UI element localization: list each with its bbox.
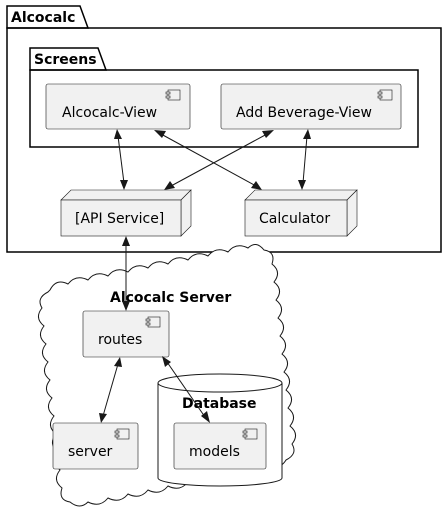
- component-icon: [242, 428, 258, 440]
- arrowhead: [298, 180, 306, 190]
- component-models: models: [173, 422, 267, 470]
- arrowhead: [251, 181, 262, 190]
- arrowhead: [114, 357, 122, 367]
- arrowhead: [162, 356, 171, 367]
- add-beverage-view-label: Add Beverage-View: [236, 105, 372, 121]
- models-label: models: [189, 444, 240, 460]
- arrowhead: [201, 411, 210, 423]
- arrowhead: [99, 413, 107, 423]
- arrowhead: [122, 301, 130, 311]
- api-service-label: [API Service]: [75, 211, 164, 227]
- cloud-label: Alcocalc Server: [110, 290, 231, 306]
- arrowhead: [120, 180, 128, 190]
- edge-add-beverage-api: [170, 133, 268, 187]
- edge-alcocalc-view-calculator: [160, 133, 257, 187]
- arrowhead: [262, 130, 274, 138]
- component-icon: [377, 89, 393, 101]
- edge-routes-models: [166, 361, 206, 418]
- node-api-service: [API Service]: [60, 189, 192, 237]
- package-screens: Screens: [29, 47, 419, 148]
- component-server: server: [52, 422, 139, 470]
- calculator-label: Calculator: [259, 211, 330, 227]
- edge-alcocalc-view-api: [117, 135, 125, 184]
- edge-routes-server: [102, 363, 119, 417]
- component-icon: [145, 316, 161, 328]
- component-icon: [114, 428, 130, 440]
- arrowhead: [114, 129, 122, 139]
- arrowhead: [164, 181, 175, 190]
- component-icon: [165, 89, 181, 101]
- component-alcocalc-view: Alcocalc-View: [45, 83, 191, 130]
- arrowhead: [303, 129, 311, 139]
- arrowhead: [154, 130, 166, 138]
- package-screens-label: Screens: [34, 52, 97, 68]
- routes-label: routes: [98, 332, 142, 348]
- database-label: Database: [182, 396, 257, 412]
- alcocalc-view-label: Alcocalc-View: [62, 105, 157, 121]
- component-add-beverage-view: Add Beverage-View: [220, 83, 402, 130]
- component-routes: routes: [82, 310, 170, 358]
- server-label: server: [68, 444, 113, 460]
- edges: [99, 129, 311, 423]
- node-calculator: Calculator: [244, 189, 358, 237]
- arrowhead: [122, 236, 130, 246]
- edge-add-beverage-calculator: [302, 135, 308, 184]
- package-alcocalc-label: Alcocalc: [11, 10, 75, 26]
